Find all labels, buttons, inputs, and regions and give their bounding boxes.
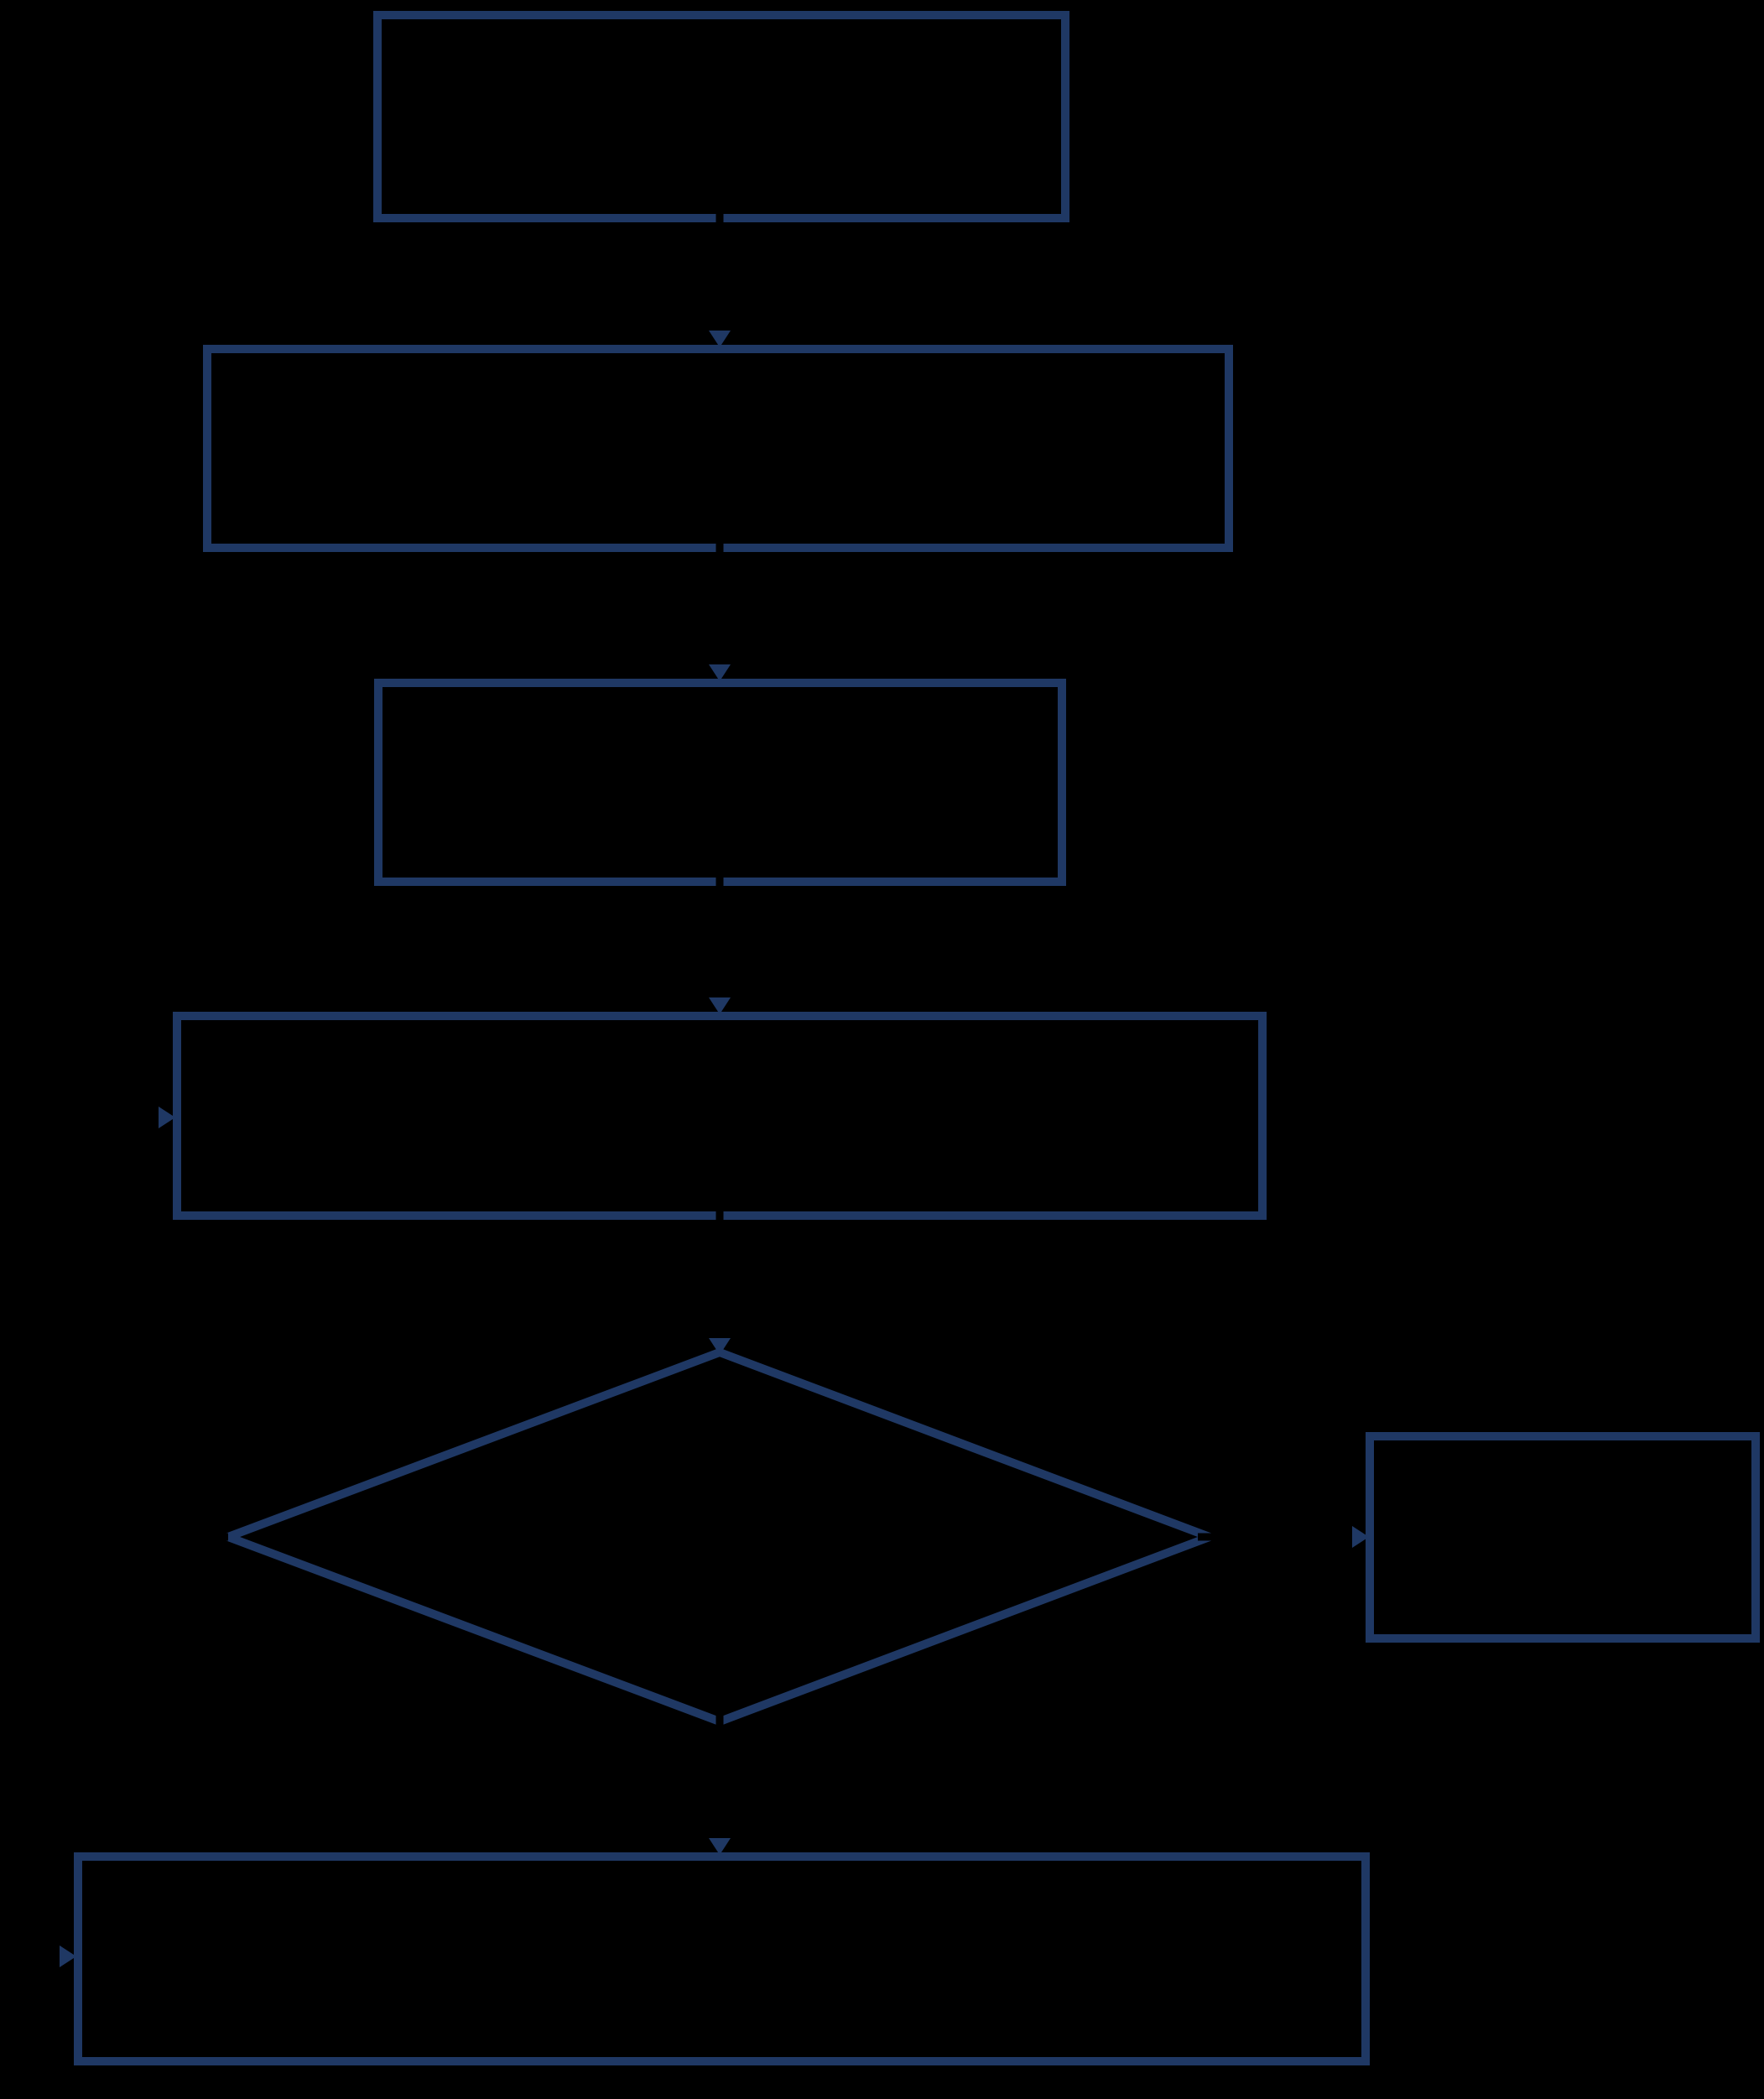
step-3-box — [374, 679, 1066, 886]
edge-decision-to-side-arrowhead-icon — [1352, 1526, 1369, 1548]
edge-loop-to-final — [46, 1533, 228, 1961]
decision-diamond — [216, 1347, 1222, 1727]
step-2-box — [203, 345, 1233, 552]
final-step-box — [74, 1852, 1370, 2065]
side-action-box — [1366, 1432, 1760, 1643]
edge-1-to-2-arrowhead-icon — [709, 331, 731, 347]
edge-4-to-decision-arrowhead-icon — [709, 1338, 731, 1355]
step-1-box — [373, 11, 1069, 222]
edge-2-to-3-arrowhead-icon — [709, 664, 731, 681]
edge-decision-to-final-arrowhead-icon — [709, 1838, 731, 1855]
edge-3-to-4-arrowhead-icon — [709, 997, 731, 1014]
edge-loop-to-step-4 — [88, 1113, 228, 1541]
edge-loop-to-final-arrowhead-icon — [60, 1945, 76, 1967]
edge-loop-to-step-4-arrowhead-icon — [159, 1107, 175, 1128]
step-4-box — [173, 1012, 1267, 1220]
